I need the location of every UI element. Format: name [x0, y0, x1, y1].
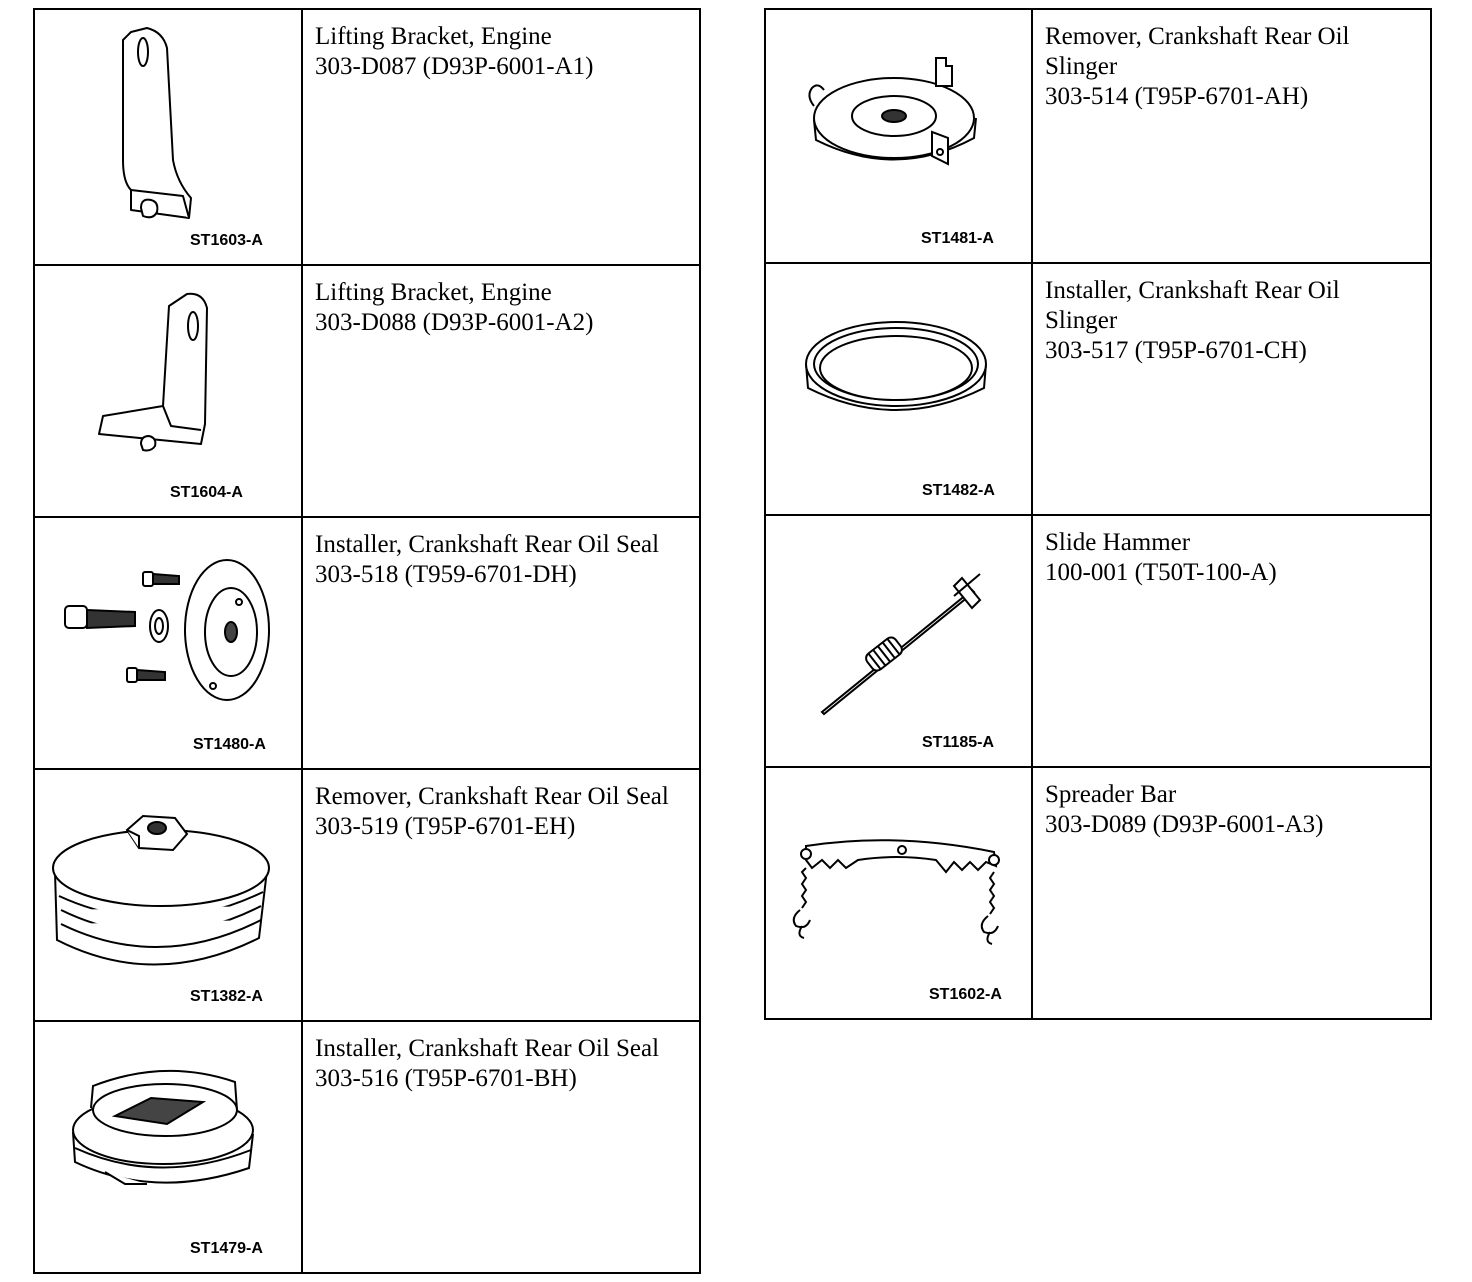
tool-name: Installer, Crankshaft Rear Oil Seal [315, 531, 660, 558]
illustration-code: ST1185-A [922, 734, 995, 751]
tool-image-cell: ST1480-A [35, 518, 303, 768]
right-tool-table: ST1481-A Remover, Crankshaft Rear Oil Sl… [764, 8, 1432, 1020]
tool-row: ST1603-A Lifting Bracket, Engine 303-D08… [35, 10, 699, 266]
tool-description: Lifting Bracket, Engine 303-D087 (D93P-6… [303, 10, 699, 264]
spreader-bar-icon [766, 768, 1031, 1016]
tool-row: ST1481-A Remover, Crankshaft Rear Oil Sl… [766, 10, 1430, 264]
illustration-code: ST1603-A [190, 232, 263, 249]
tool-description: Installer, Crankshaft Rear Oil Slinger 3… [1033, 264, 1430, 514]
tool-number: 303-D088 (D93P-6001-A2) [315, 309, 594, 336]
tool-row: ST1185-A Slide Hammer 100-001 (T50T-100-… [766, 516, 1430, 768]
tool-row: ST1602-A Spreader Bar 303-D089 (D93P-600… [766, 768, 1430, 1018]
slide-hammer-icon [766, 516, 1031, 766]
tool-name: Installer, Crankshaft Rear Oil Seal [315, 1035, 660, 1062]
tool-number: 100-001 (T50T-100-A) [1045, 559, 1277, 586]
illustration-code: ST1482-A [922, 482, 995, 499]
tool-number: 303-519 (T95P-6701-EH) [315, 813, 576, 840]
tool-number: 303-517 (T95P-6701-CH) [1045, 337, 1307, 364]
illustration-code: ST1604-A [170, 484, 243, 501]
tool-image-cell: ST1481-A [766, 10, 1033, 262]
tool-image-cell: ST1482-A [766, 264, 1033, 514]
slinger-remover-icon [766, 10, 1031, 262]
left-tool-table: ST1603-A Lifting Bracket, Engine 303-D08… [33, 8, 701, 1274]
lifting-bracket-icon [35, 266, 301, 516]
seal-installer-kit-icon [35, 518, 301, 768]
tool-name: Spreader Bar [1045, 781, 1177, 808]
tool-description: Installer, Crankshaft Rear Oil Seal 303-… [303, 518, 699, 768]
tool-number: 303-514 (T95P-6701-AH) [1045, 83, 1309, 110]
tool-name: Installer, Crankshaft Rear Oil Slinger [1045, 277, 1340, 334]
tool-image-cell: ST1602-A [766, 768, 1033, 1018]
tool-row: ST1482-A Installer, Crankshaft Rear Oil … [766, 264, 1430, 516]
lifting-bracket-icon [35, 10, 301, 264]
tool-row: ST1480-A Installer, Crankshaft Rear Oil … [35, 518, 699, 770]
tool-name: Slide Hammer [1045, 529, 1191, 556]
slinger-installer-ring-icon [766, 264, 1031, 514]
tool-name: Lifting Bracket, Engine [315, 23, 552, 50]
tool-row: ST1479-A Installer, Crankshaft Rear Oil … [35, 1022, 699, 1272]
seal-remover-icon [35, 770, 301, 1020]
tool-description: Remover, Crankshaft Rear Oil Seal 303-51… [303, 770, 699, 1020]
tool-row: ST1382-A Remover, Crankshaft Rear Oil Se… [35, 770, 699, 1022]
tool-name: Remover, Crankshaft Rear Oil Slinger [1045, 23, 1350, 80]
tool-image-cell: ST1185-A [766, 516, 1033, 766]
tool-number: 303-D089 (D93P-6001-A3) [1045, 811, 1324, 838]
tool-row: ST1604-A Lifting Bracket, Engine 303-D08… [35, 266, 699, 518]
illustration-code: ST1481-A [921, 230, 994, 247]
tool-image-cell: ST1382-A [35, 770, 303, 1020]
illustration-code: ST1382-A [190, 988, 263, 1005]
tool-name: Lifting Bracket, Engine [315, 279, 552, 306]
tool-number: 303-518 (T959-6701-DH) [315, 561, 577, 588]
illustration-code: ST1602-A [929, 986, 1002, 1003]
tool-image-cell: ST1603-A [35, 10, 303, 264]
tool-image-cell: ST1604-A [35, 266, 303, 516]
tool-description: Installer, Crankshaft Rear Oil Seal 303-… [303, 1022, 699, 1272]
illustration-code: ST1480-A [193, 736, 266, 753]
tool-description: Slide Hammer 100-001 (T50T-100-A) [1033, 516, 1430, 766]
tool-name: Remover, Crankshaft Rear Oil Seal [315, 783, 669, 810]
tool-number: 303-516 (T95P-6701-BH) [315, 1065, 577, 1092]
tool-description: Spreader Bar 303-D089 (D93P-6001-A3) [1033, 768, 1430, 1018]
tool-image-cell: ST1479-A [35, 1022, 303, 1272]
tool-number: 303-D087 (D93P-6001-A1) [315, 53, 594, 80]
tool-description: Lifting Bracket, Engine 303-D088 (D93P-6… [303, 266, 699, 516]
illustration-code: ST1479-A [190, 1240, 263, 1257]
tool-description: Remover, Crankshaft Rear Oil Slinger 303… [1033, 10, 1430, 262]
seal-installer-sleeve-icon [35, 1022, 301, 1270]
